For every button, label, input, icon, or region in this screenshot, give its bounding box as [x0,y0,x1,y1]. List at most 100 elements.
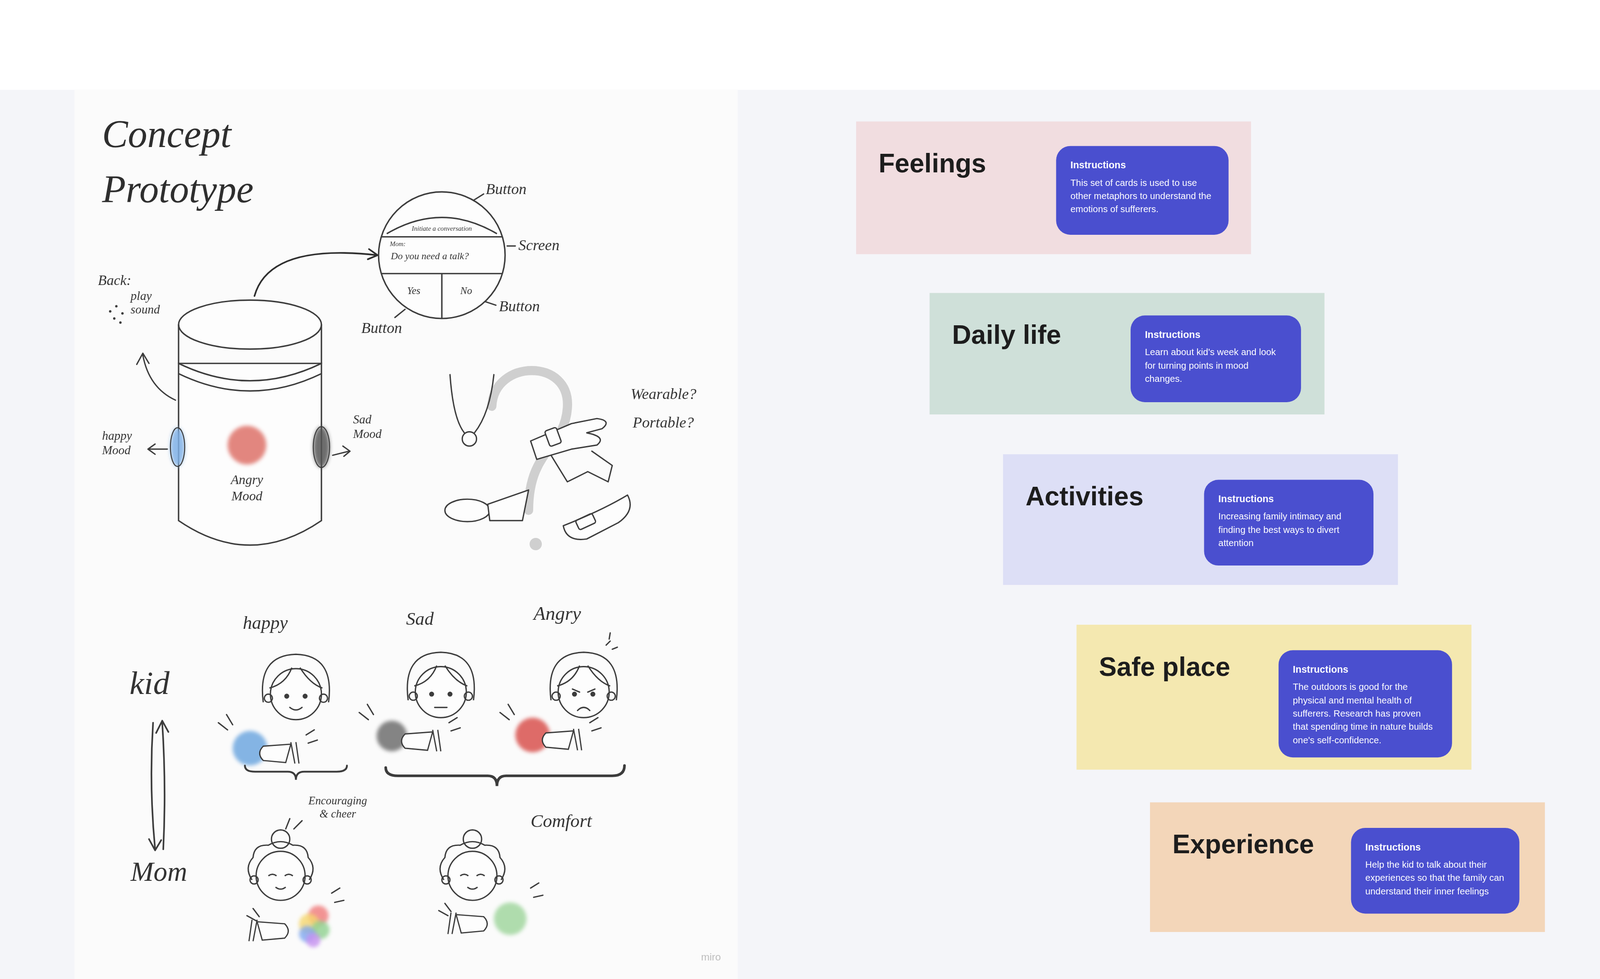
mood-faces [289,707,303,711]
wearable-sketch [529,537,542,550]
sketch-label: Mom [130,855,188,889]
sketch-label: kid [129,663,170,703]
wearable-sketch [487,489,529,521]
wearable-sketch [550,450,612,482]
mom-faces [448,912,488,934]
mood-faces [550,652,618,718]
card: Experience InstructionsHelp the kid to ta… [1150,802,1545,933]
instruction-body: This set of cards is used to use other m… [1070,176,1215,217]
mom-faces [246,818,543,947]
sketch-label: happy Mood [102,428,143,458]
connector-arrow [254,249,378,297]
sketch-label: Back: [98,272,132,290]
leader-lines [332,445,351,457]
card-heading: Safe place [1098,651,1231,682]
mom-faces [306,932,321,947]
device-outline [178,324,322,392]
sketch-label: play sound [130,289,168,317]
card: Feelings InstructionsThis set of cards is… [856,121,1251,255]
device-text: Angry Mood [221,471,273,504]
card-heading: Experience [1172,828,1315,860]
device-outline [178,299,322,349]
mood-faces [218,632,618,744]
brackets [245,765,625,786]
mood-faces [401,729,441,751]
screen-text: Mom: [389,239,406,248]
sketch-label: Sad [406,608,434,631]
mood-faces [407,652,475,718]
card-heading: Activities [1025,480,1144,512]
brackets [245,765,348,780]
card: Safe place InstructionsThe outdoors is go… [1076,624,1472,770]
instruction-box: InstructionsIncreasing family intimacy a… [1204,479,1374,566]
instruction-heading: Instructions [1292,663,1438,676]
mood-faces [605,632,618,649]
sketch-label: Button [498,297,540,316]
mom-faces [493,902,527,935]
sound-dots [108,309,112,313]
sketch-label: Button [485,179,527,199]
wearable-sketch [492,370,568,511]
instruction-box: InstructionsLearn about kid's week and l… [1130,315,1302,403]
device-outline [170,427,185,467]
screen-text: No [460,284,473,298]
instruction-box: InstructionsThe outdoors is good for the… [1278,649,1453,758]
screen-outline [378,191,506,319]
sound-dots [115,304,118,308]
device-outline [227,425,267,465]
screen-outline [381,236,502,319]
sketch-label: Portable? [632,413,694,432]
mood-faces [218,632,618,766]
card-heading: Daily life [951,319,1061,351]
mood-faces [572,688,596,711]
sketch-label: miro [700,951,721,964]
device-outline [170,426,330,468]
mood-faces [542,728,582,750]
device-outline [313,426,330,468]
connector-arrow [254,249,378,297]
instruction-heading: Instructions [1070,159,1215,172]
leader-lines [506,245,516,247]
card-heading: Feelings [878,147,987,179]
kid-mom-arrows [156,720,169,849]
instruction-heading: Instructions [1218,492,1359,506]
mood-faces [218,704,515,730]
screen-outline [378,191,506,319]
screen-text: Do you need a talk? [390,250,469,263]
sketch-label: Button [361,318,403,337]
instruction-box: InstructionsHelp the kid to talk about t… [1350,827,1520,914]
device-outline [313,426,330,468]
wearable-sketch [444,374,631,540]
instruction-heading: Instructions [1145,328,1288,341]
card: Activities InstructionsIncreasing family … [1003,454,1398,585]
sketch-label: Screen [518,235,560,255]
mood-faces [262,653,330,720]
leader-lines [136,353,176,401]
screen-text: Initiate a conversation [383,224,500,233]
instruction-body: The outdoors is good for the physical an… [1292,680,1438,748]
wearable-sketch [563,494,631,540]
screen-text: Yes [407,284,421,298]
wearable-sketch [544,426,562,447]
device-outline [170,427,185,467]
leader-lines [394,309,406,318]
mom-faces [246,903,451,921]
wearable-sketch [444,498,490,522]
device-outline [175,295,325,550]
sketch-label: Sad Mood [353,412,394,441]
sketch-label: Wearable? [630,384,696,404]
mom-faces [246,818,543,921]
mom-faces [249,919,289,941]
sketch-label: Comfort [530,810,592,833]
sound-dots [108,304,124,324]
mom-faces [248,829,313,900]
mom-faces [440,829,505,900]
sketch-label: happy [242,612,288,635]
mood-faces [434,706,447,708]
instruction-body: Increasing family intimacy and finding t… [1218,510,1359,550]
wearable-sketch [449,374,494,433]
instruction-body: Learn about kid's week and look for turn… [1145,345,1288,386]
instruction-heading: Instructions [1365,840,1506,853]
top-bar [0,0,1600,90]
